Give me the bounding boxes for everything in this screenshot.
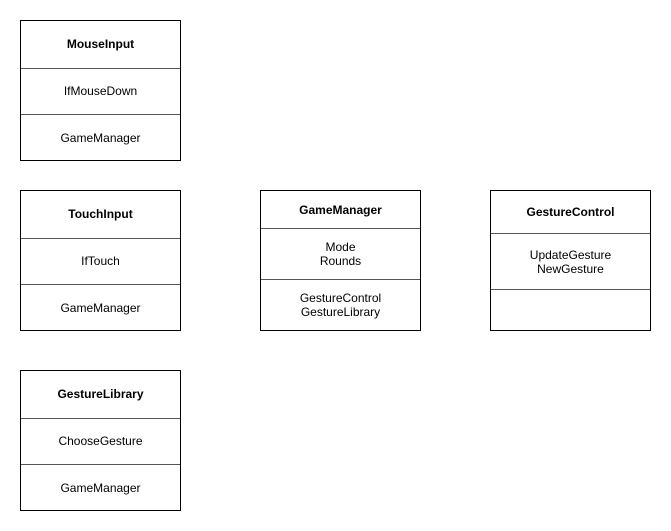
class-attribute: NewGesture <box>537 261 604 276</box>
class-attributes-section: Mode Rounds <box>261 228 420 279</box>
class-box-touchinput[interactable]: TouchInput IfTouch GameManager <box>20 190 181 331</box>
class-name-section: GestureLibrary <box>21 371 180 418</box>
class-attributes-section: ChooseGesture <box>21 417 180 465</box>
class-operations-section: GameManager <box>21 114 180 160</box>
class-operation: GestureControl <box>299 291 382 305</box>
class-name: GestureControl <box>526 205 615 219</box>
class-attributes-section: IfTouch <box>21 237 180 285</box>
class-name: TouchInput <box>68 207 133 222</box>
class-attribute: IfTouch <box>81 254 120 269</box>
class-operations-section: GameManager <box>21 284 180 330</box>
class-box-gamemanager[interactable]: GameManager Mode Rounds GestureControl G… <box>260 190 421 331</box>
class-operation: GameManager <box>60 480 141 495</box>
class-operations-section <box>491 289 650 330</box>
class-box-mouseinput[interactable]: MouseInput IfMouseDown GameManager <box>20 20 181 161</box>
class-operation: GameManager <box>60 300 141 315</box>
class-name-section: MouseInput <box>21 21 180 68</box>
class-attributes-section: IfMouseDown <box>21 67 180 115</box>
class-operation: GestureLibrary <box>300 305 381 319</box>
class-name-section: GestureControl <box>491 191 650 233</box>
class-attribute: UpdateGesture <box>529 247 612 262</box>
class-name: GameManager <box>299 202 382 217</box>
class-attributes-section: UpdateGesture NewGesture <box>491 233 650 289</box>
class-name-section: GameManager <box>261 191 420 228</box>
class-attribute: ChooseGesture <box>58 434 143 449</box>
class-attribute: Mode <box>325 240 356 254</box>
class-name: GestureLibrary <box>57 387 144 402</box>
class-name-section: TouchInput <box>21 191 180 238</box>
class-operations-section: GameManager <box>21 464 180 510</box>
class-operations-section: GestureControl GestureLibrary <box>261 279 420 330</box>
class-box-gesturelibrary[interactable]: GestureLibrary ChooseGesture GameManager <box>20 370 181 511</box>
class-operation: GameManager <box>60 130 141 145</box>
class-attribute: Rounds <box>319 254 362 268</box>
class-name: MouseInput <box>66 37 135 52</box>
class-attribute: IfMouseDown <box>63 84 138 99</box>
class-box-gesturecontrol[interactable]: GestureControl UpdateGesture NewGesture <box>490 190 651 331</box>
